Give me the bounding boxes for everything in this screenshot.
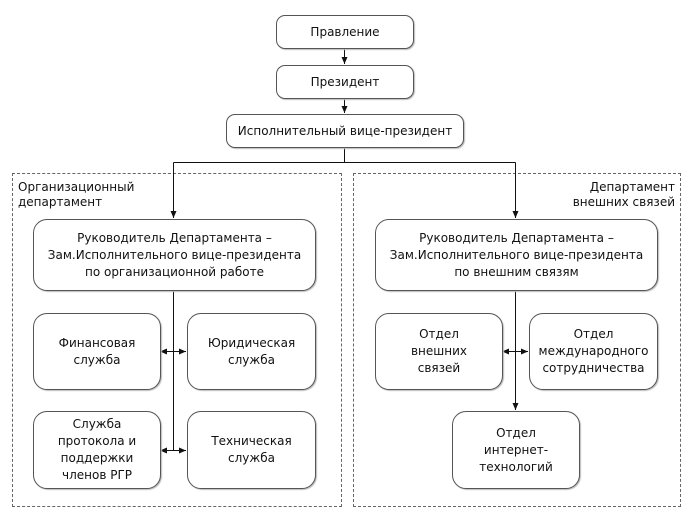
ext-department-group (353, 173, 681, 507)
finance-service-box: Финансовая служба (33, 313, 161, 390)
external-relations-box: Отдел внешних связей (375, 313, 503, 390)
ext-head-box: Руководитель Департамента – Зам.Исполнит… (375, 219, 658, 291)
org-department-group (12, 173, 342, 507)
president-box: Президент (276, 65, 414, 99)
org-department-label: Организационный департамент (18, 180, 135, 209)
technical-service-box: Техническая служба (187, 411, 316, 489)
org-head-box: Руководитель Департамента – Зам.Исполнит… (33, 219, 316, 291)
international-cooperation-box: Отдел международного сотрудничества (529, 313, 658, 390)
evp-box: Исполнительный вице-президент (226, 114, 464, 148)
protocol-service-box: Служба протокола и поддержки членов РГР (33, 411, 161, 489)
ext-department-label: Департамент внешних связей (572, 180, 675, 209)
internet-technologies-box: Отдел интернет- технологий (452, 411, 580, 489)
legal-service-box: Юридическая служба (187, 313, 316, 390)
board-box: Правление (276, 15, 414, 49)
